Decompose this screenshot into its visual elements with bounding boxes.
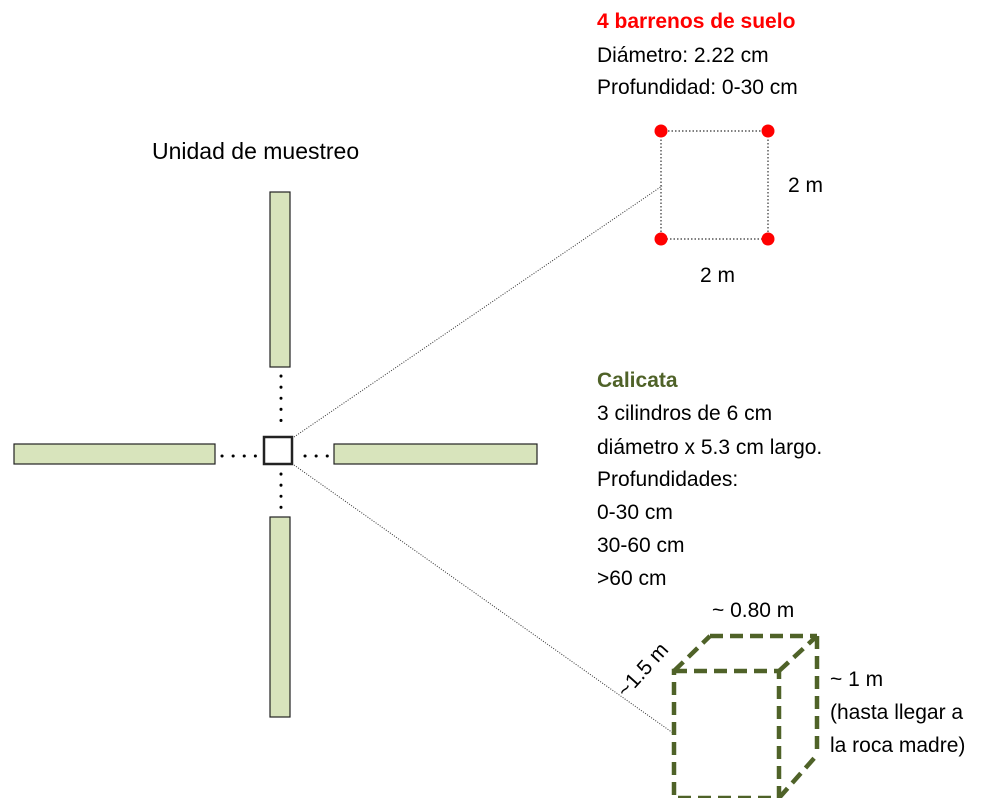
pit-height-label: ~ 1 m [830, 668, 884, 691]
transect-strip-west [13, 443, 216, 465]
calicata-pit-box [671, 633, 820, 798]
pit-depth-label-wrap: ~1.5 m [613, 638, 697, 704]
calicata-line: diámetro x 5.3 cm largo. [597, 436, 823, 459]
barrenos-side-vertical-label: 2 m [788, 174, 824, 197]
transect-strip-north [269, 191, 291, 368]
sample-point [654, 232, 668, 246]
transect-strip-east [333, 443, 538, 465]
calicata-line: 0-30 cm [597, 501, 673, 524]
pit-width-label: ~ 0.80 m [712, 599, 795, 622]
barrenos-side-horizontal-label: 2 m [700, 264, 736, 287]
sample-point [654, 124, 668, 138]
center-plot-square [262, 435, 294, 466]
barrenos-title: 4 barrenos de suelo [597, 10, 796, 33]
sample-point [761, 124, 775, 138]
calicata-line: 3 cilindros de 6 cm [597, 402, 773, 425]
sample-point [761, 232, 775, 246]
pit-height-note: (hasta llegar a [830, 701, 964, 724]
barrenos-square [660, 130, 769, 240]
calicata-line: >60 cm [597, 567, 667, 590]
pit-height-note: la roca madre) [830, 734, 966, 757]
calicata-line: 30-60 cm [597, 534, 685, 557]
barrenos-depth: Profundidad: 0-30 cm [597, 76, 798, 99]
transect-strip-south [269, 516, 291, 718]
calicata-line: Profundidades: [597, 468, 739, 491]
center-connectors [220, 374, 332, 514]
sampling-unit-title: Unidad de muestreo [152, 138, 360, 164]
zoom-line-barrenos [293, 185, 663, 438]
barrenos-diameter: Diámetro: 2.22 cm [597, 44, 769, 67]
calicata-title: Calicata [597, 369, 678, 392]
